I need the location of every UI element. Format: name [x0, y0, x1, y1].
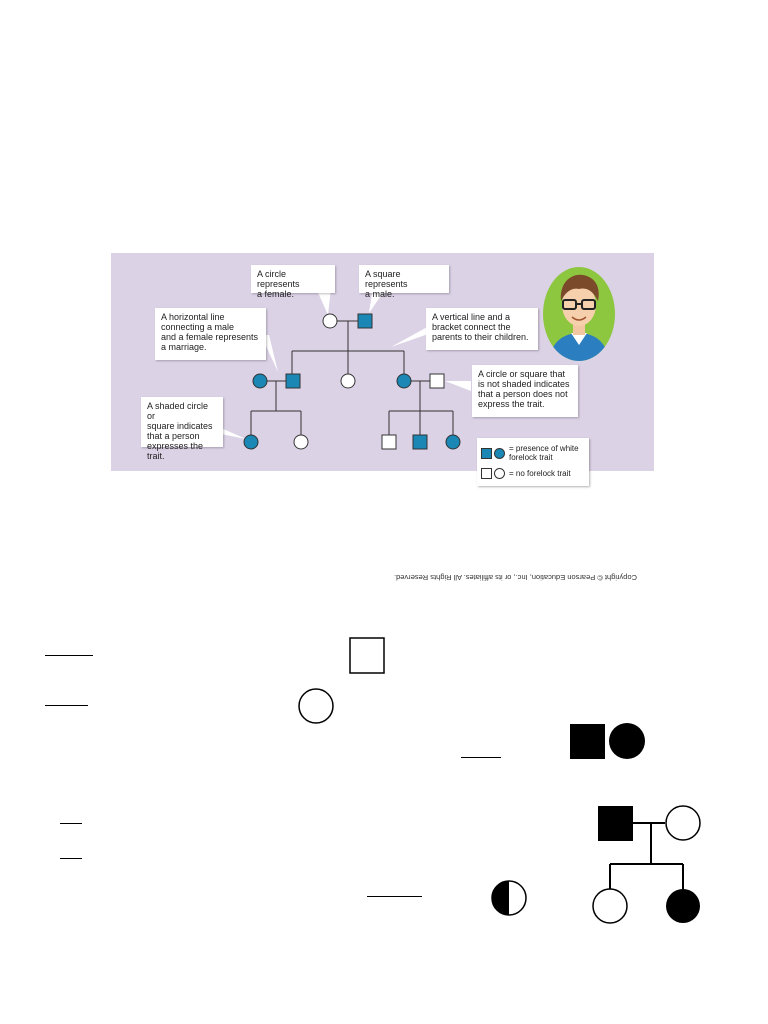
student-avatar-illustration	[543, 267, 615, 361]
callout-pointer-unshaded	[445, 381, 471, 391]
male-unshaded-gen3c	[381, 434, 397, 450]
callout-pointer-vertical	[391, 325, 431, 347]
male-unshaded-gen2c	[429, 373, 445, 389]
female-unshaded-gen3b	[293, 434, 309, 450]
callout-shaded: A shaded circle or square indicates that…	[141, 397, 223, 461]
legend-shaded-square	[481, 447, 492, 459]
female-shaded-gen3e	[445, 434, 461, 450]
callout-vertical-line: A vertical line and a bracket connect th…	[426, 308, 538, 350]
callout-pointer-male	[369, 287, 387, 313]
callout-pointer-female	[316, 288, 331, 315]
male-shaded-gen2a	[285, 373, 301, 389]
empty-circle-symbol	[298, 688, 334, 724]
female-unshaded-gen1	[322, 313, 338, 329]
callout-horizontal-line: A horizontal line connecting a male and …	[155, 308, 266, 360]
legend-unshaded-square	[481, 468, 492, 479]
pedigree-daughter-shaded	[666, 889, 700, 923]
answer-blank-4[interactable]	[60, 823, 82, 824]
legend-unshaded-circle	[494, 468, 505, 479]
female-shaded-gen2c	[396, 373, 412, 389]
answer-blank-3[interactable]	[461, 757, 501, 758]
worksheet-symbols	[298, 637, 701, 924]
empty-square-symbol	[349, 637, 385, 674]
example-pedigree	[592, 805, 701, 924]
answer-blank-1[interactable]	[45, 655, 93, 656]
female-shaded-gen2a	[252, 373, 268, 389]
legend-absence-text: = no forelock trait	[509, 469, 571, 478]
shaded-square-symbol	[570, 724, 605, 759]
shaded-circle-symbol	[609, 723, 645, 759]
callout-pointer-shaded	[221, 428, 246, 439]
callout-circle-female: A circle represents a female.	[251, 265, 335, 299]
answer-blank-6[interactable]	[367, 896, 422, 897]
female-shaded-gen3a	[243, 434, 259, 450]
copyright-notice: Copyright © Pearson Education, Inc., or …	[393, 573, 637, 582]
pedigree-lines	[250, 320, 454, 435]
pedigree-chart	[221, 287, 471, 450]
pedigree-mother-unshaded	[665, 805, 701, 841]
legend-row-presence: = presence of white forelock trait	[481, 444, 579, 462]
female-unshaded-gen2b	[340, 373, 356, 389]
legend-box: = presence of white forelock trait = no …	[477, 438, 589, 486]
legend-row-absence: = no forelock trait	[481, 468, 571, 479]
pedigree-daughter-unshaded	[592, 888, 628, 924]
answer-blank-5[interactable]	[60, 858, 82, 859]
answer-blank-2[interactable]	[45, 705, 88, 706]
male-shaded-gen3d	[412, 434, 428, 450]
half-shaded-circle-fill	[492, 881, 509, 915]
legend-presence-text: = presence of white forelock trait	[509, 444, 579, 462]
legend-shaded-circle	[494, 447, 505, 459]
male-shaded-gen1	[357, 313, 373, 329]
pedigree-example-figure: A circle represents a female. A square r…	[111, 253, 654, 486]
pedigree-father-shaded	[598, 806, 633, 841]
callout-unshaded: A circle or square that is not shaded in…	[472, 365, 578, 417]
callout-square-male: A square represents a male.	[359, 265, 449, 299]
